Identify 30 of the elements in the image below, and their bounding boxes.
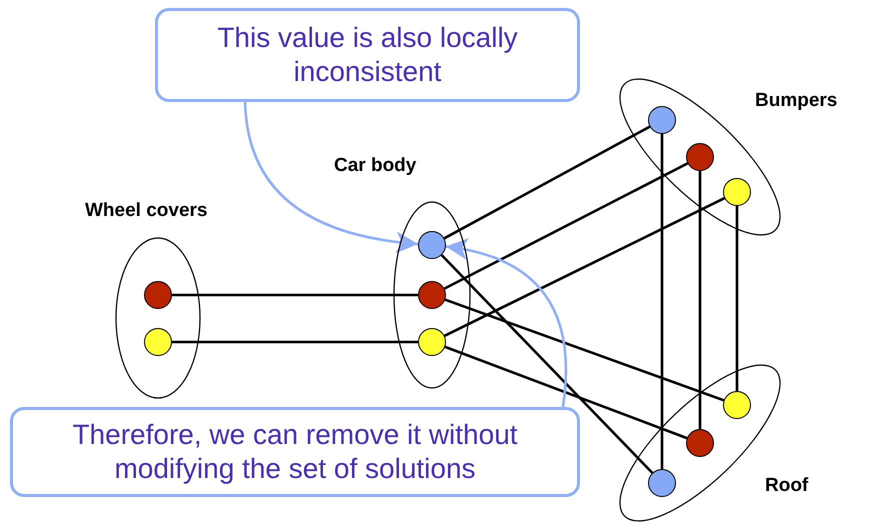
value-circle xyxy=(648,469,676,497)
group-label: Car body xyxy=(334,155,416,177)
value-circle xyxy=(144,281,172,309)
value-circle xyxy=(418,328,446,356)
connector-line xyxy=(444,126,650,240)
value-circle xyxy=(418,231,446,259)
arrow xyxy=(446,239,568,408)
group-label: Roof xyxy=(765,475,808,497)
connector-line xyxy=(444,197,725,337)
value-circle xyxy=(648,106,676,134)
connector-line xyxy=(444,346,688,440)
connector-line xyxy=(444,298,724,402)
value-circle xyxy=(144,328,172,356)
value-circle xyxy=(723,391,751,419)
value-circle xyxy=(418,281,446,309)
arrow xyxy=(244,102,418,253)
value-circle xyxy=(686,143,714,171)
value-circle xyxy=(723,178,751,206)
connector-line xyxy=(172,294,418,296)
value-circle xyxy=(686,429,714,457)
connector-line xyxy=(444,162,688,290)
connector-line xyxy=(698,171,702,429)
connector-line xyxy=(736,206,738,391)
group-label: Wheel covers xyxy=(85,200,208,222)
connector-line xyxy=(660,134,664,469)
callout-box: This value is also locally inconsistent xyxy=(155,8,580,102)
connector-line xyxy=(172,340,418,344)
group-label: Bumpers xyxy=(755,90,838,112)
connector-line xyxy=(440,254,654,474)
callout-box: Therefore, we can remove it without modifying the set of solutions xyxy=(10,407,580,497)
